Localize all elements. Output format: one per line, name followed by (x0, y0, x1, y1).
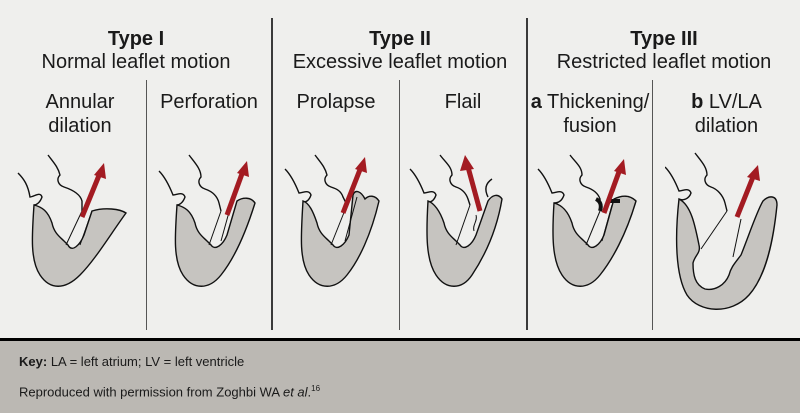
leaflet (208, 210, 222, 246)
atrium-wall-left (284, 168, 312, 203)
arrow-head-icon (237, 161, 249, 177)
atrium-wall-right (314, 154, 348, 206)
atrium-wall-left (17, 172, 43, 206)
heart-illustration (409, 154, 503, 287)
panel-prolapse: Prolapse (273, 0, 399, 340)
heart-illustration (158, 154, 256, 287)
panel-lv-la-dilation: b LV/LA dilation (653, 0, 800, 340)
credit-line: Reproduced with permission from Zoghbi W… (19, 384, 320, 399)
atrium-wall-right (694, 152, 728, 212)
atrium-wall-left (537, 168, 565, 204)
myocardium (174, 197, 256, 287)
heart-illustration (17, 154, 127, 287)
thickened-leaflet (594, 197, 603, 212)
panel-label-line: LV/LA (708, 91, 762, 113)
atrium-wall-flail (485, 178, 493, 198)
panel-divider (652, 80, 653, 330)
leaflet (601, 204, 613, 242)
arrow-head-icon (355, 157, 367, 173)
leaflet (732, 218, 742, 258)
atrium-wall-right (569, 154, 601, 207)
regurgitant-jet-arrow (465, 166, 483, 212)
panel-label-line: Thickening/ (547, 91, 650, 113)
group-divider (526, 18, 528, 330)
arrow-head-icon (460, 155, 474, 171)
heart-illustration (665, 152, 778, 310)
panel-label: Flail (400, 90, 526, 114)
atrium-wall-left (409, 168, 437, 203)
group-subtitle: Restricted leaflet motion (556, 51, 772, 73)
key-legend: Key: LA = left atrium; LV = left ventric… (19, 354, 244, 369)
arrow-head-icon (747, 165, 760, 181)
myocardium (300, 190, 380, 287)
panel-label: b LV/LA dilation (653, 90, 800, 138)
atrium-wall-left (158, 170, 186, 206)
regurgitant-jet-arrow (224, 170, 246, 216)
myocardium (426, 194, 503, 287)
panel-label-line: Flail (444, 91, 482, 113)
key-text: LA = left atrium; LV = left ventricle (50, 354, 245, 369)
panel-label: Prolapse (273, 90, 399, 114)
leaflet (700, 210, 728, 250)
leaflet (79, 210, 93, 246)
panel-label-line: Prolapse (296, 91, 376, 113)
group-type-1-header: Type I Normal leaflet motion (0, 28, 272, 74)
mitral-regurgitation-classification-figure: Type I Normal leaflet motion Type II Exc… (0, 0, 800, 340)
group-subtitle: Excessive leaflet motion (292, 51, 508, 73)
panel-label-line: dilation (694, 115, 759, 137)
leaflet (585, 210, 601, 246)
myocardium (675, 196, 778, 310)
heart-illustration (284, 154, 380, 287)
myocardium (552, 195, 637, 287)
panel-prefix: a (530, 91, 542, 113)
myocardium (31, 204, 127, 287)
atrium-wall-left (665, 166, 692, 201)
regurgitant-jet-arrow (79, 172, 103, 218)
panel-label: a Thickening/ fusion (528, 90, 652, 138)
regurgitant-jet-arrow (601, 168, 623, 214)
panel-thickening-fusion: a Thickening/ fusion (528, 0, 652, 340)
arrow-head-icon (614, 159, 626, 175)
group-type-3-header: Type III Restricted leaflet motion (528, 28, 800, 74)
panel-label-line: fusion (563, 115, 617, 137)
panel-label: Perforation (147, 90, 271, 114)
panel-label: Annular dilation (14, 90, 146, 138)
arrow-head-icon (94, 163, 106, 179)
panel-label-line: dilation (48, 115, 112, 137)
atrium-wall-right (188, 154, 222, 212)
leaflet (344, 196, 358, 242)
panel-divider (146, 80, 147, 330)
leaflet (455, 204, 471, 246)
key-box: Key: LA = left atrium; LV = left ventric… (0, 338, 800, 413)
panel-annular-dilation: Annular dilation (0, 0, 146, 340)
group-subtitle: Normal leaflet motion (41, 51, 231, 73)
panel-label-line: Annular (45, 91, 115, 113)
key-label: Key: (19, 354, 48, 369)
group-title: Type I (107, 28, 165, 50)
credit-italic: et al (282, 384, 308, 400)
panel-divider (399, 80, 400, 330)
group-title: Type III (630, 28, 698, 50)
credit-text: Reproduced with permission from Zoghbi W… (19, 384, 283, 400)
heart-illustration (537, 154, 637, 287)
panel-prefix: b (691, 91, 704, 113)
panel-perforation: Perforation (147, 0, 271, 340)
panel-label-line: Perforation (160, 91, 258, 113)
atrium-wall-right (47, 154, 83, 211)
group-type-2-header: Type II Excessive leaflet motion (273, 28, 527, 74)
group-divider (271, 18, 273, 330)
reference-number: 16 (311, 384, 321, 393)
atrium-wall-right (439, 154, 471, 206)
flail-leaflet (473, 214, 477, 232)
panel-flail: Flail (400, 0, 526, 340)
credit-suffix: . (307, 384, 312, 400)
leaflet (65, 210, 83, 246)
regurgitant-jet-arrow (340, 166, 364, 214)
group-title: Type II (369, 28, 431, 50)
regurgitant-jet-arrow (734, 176, 756, 218)
